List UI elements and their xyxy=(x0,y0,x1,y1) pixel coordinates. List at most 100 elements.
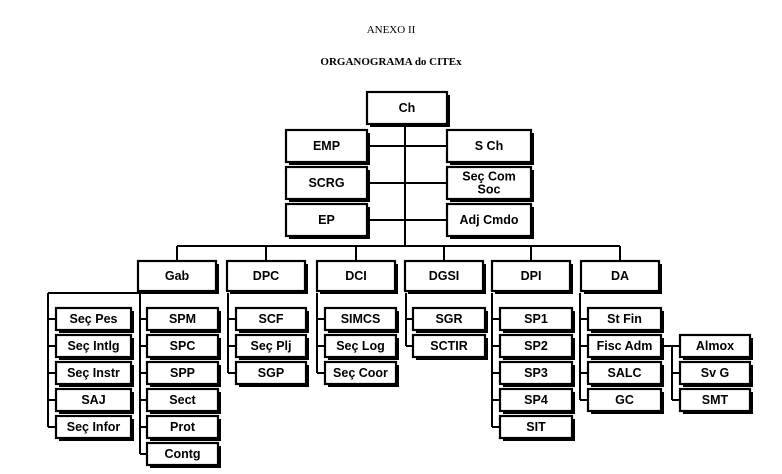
node-box xyxy=(498,387,574,413)
node-box xyxy=(498,360,574,386)
node-label: Fisc Adm xyxy=(597,339,653,353)
node-label: EP xyxy=(318,213,335,227)
org-node-sp3: SP3 xyxy=(498,360,575,387)
node-label: Ch xyxy=(399,101,416,115)
node-box xyxy=(498,414,574,440)
node-label: Seç Instr xyxy=(67,366,120,380)
node-label: DPC xyxy=(253,269,279,283)
org-node-dci: DCI xyxy=(315,259,398,294)
org-node-spp: SPP xyxy=(145,360,221,387)
node-box xyxy=(54,306,133,332)
org-node-sp1: SP1 xyxy=(498,306,575,333)
org-node-sec-pes: Seç Pes xyxy=(54,306,134,333)
node-label: SIT xyxy=(526,420,546,434)
org-node-dpi: DPI xyxy=(490,259,573,294)
node-box xyxy=(136,259,218,293)
node-box xyxy=(145,360,220,386)
org-node-sec-plj: Seç Plj xyxy=(234,333,309,360)
org-node-saj: SAJ xyxy=(54,387,134,414)
node-label: Adj Cmdo xyxy=(459,213,518,227)
node-label: Almox xyxy=(696,339,734,353)
node-label: DGSI xyxy=(429,269,460,283)
node-label: SIMCS xyxy=(341,312,381,326)
org-node-scrg: SCRG xyxy=(284,165,370,202)
node-box xyxy=(490,259,572,293)
node-label: Gab xyxy=(165,269,190,283)
node-label: Seç Intlg xyxy=(67,339,119,353)
node-box xyxy=(284,165,369,201)
org-node-fisc-adm: Fisc Adm xyxy=(586,333,664,360)
node-label: SGR xyxy=(435,312,462,326)
org-node-sec-infor: Seç Infor xyxy=(54,414,134,441)
node-label: SP3 xyxy=(524,366,548,380)
node-label: Contg xyxy=(164,447,200,461)
node-label: Seç Com xyxy=(462,170,516,184)
node-box xyxy=(234,360,308,386)
org-node-st-fin: St Fin xyxy=(586,306,664,333)
node-box xyxy=(445,165,533,201)
node-box xyxy=(54,333,133,359)
node-label: Seç Plj xyxy=(251,339,292,353)
node-box xyxy=(284,128,369,164)
node-label: SP1 xyxy=(524,312,548,326)
node-label: Soc xyxy=(478,183,501,197)
node-box xyxy=(54,360,133,386)
node-box xyxy=(498,306,574,332)
node-box xyxy=(586,387,663,413)
org-node-ep: EP xyxy=(284,202,370,239)
node-box xyxy=(145,414,220,440)
node-box xyxy=(284,202,369,238)
node-box xyxy=(145,306,220,332)
org-node-sect: Sect xyxy=(145,387,221,414)
node-label: Seç Infor xyxy=(67,420,121,434)
node-box xyxy=(411,333,487,359)
node-label: Seç Log xyxy=(336,339,385,353)
org-node-simcs: SIMCS xyxy=(323,306,399,333)
node-box xyxy=(498,333,574,359)
org-node-sv-g: Sv G xyxy=(678,360,753,387)
org-node-contg: Contg xyxy=(145,441,221,468)
org-node-ch: Ch xyxy=(365,90,450,127)
node-box xyxy=(411,306,487,332)
node-box xyxy=(586,306,663,332)
node-label: Prot xyxy=(170,420,196,434)
org-node-sgr: SGR xyxy=(411,306,488,333)
node-box xyxy=(586,333,663,359)
node-box xyxy=(445,128,533,164)
node-label: SPM xyxy=(169,312,196,326)
node-box xyxy=(323,306,398,332)
org-node-sctir: SCTIR xyxy=(411,333,488,360)
node-label: SP4 xyxy=(524,393,548,407)
node-label: DPI xyxy=(521,269,542,283)
node-box xyxy=(54,387,133,413)
node-label: St Fin xyxy=(607,312,642,326)
org-node-spm: SPM xyxy=(145,306,221,333)
node-label: EMP xyxy=(313,139,340,153)
node-box xyxy=(445,202,533,238)
org-node-sgp: SGP xyxy=(234,360,309,387)
node-box xyxy=(145,333,220,359)
node-box xyxy=(579,259,661,293)
node-box xyxy=(323,333,398,359)
org-node-dgsi: DGSI xyxy=(403,259,486,294)
node-box xyxy=(586,360,663,386)
node-box xyxy=(678,360,752,386)
node-box xyxy=(365,90,449,126)
org-node-adj-cmdo: Adj Cmdo xyxy=(445,202,534,239)
node-label: Seç Coor xyxy=(333,366,388,380)
annex-label: ANEXO II xyxy=(366,24,416,36)
node-box xyxy=(234,306,308,332)
node-label: SCF xyxy=(259,312,284,326)
chart-title: ORGANOGRAMA do CITEx xyxy=(320,56,462,68)
node-label: SAJ xyxy=(81,393,105,407)
node-box xyxy=(403,259,485,293)
node-box xyxy=(145,387,220,413)
node-label: SP2 xyxy=(524,339,548,353)
node-label: SPP xyxy=(170,366,195,380)
org-node-smt: SMT xyxy=(678,387,753,414)
org-node-sp4: SP4 xyxy=(498,387,575,414)
node-box xyxy=(323,360,398,386)
org-node-spc: SPC xyxy=(145,333,221,360)
node-label: DA xyxy=(611,269,629,283)
